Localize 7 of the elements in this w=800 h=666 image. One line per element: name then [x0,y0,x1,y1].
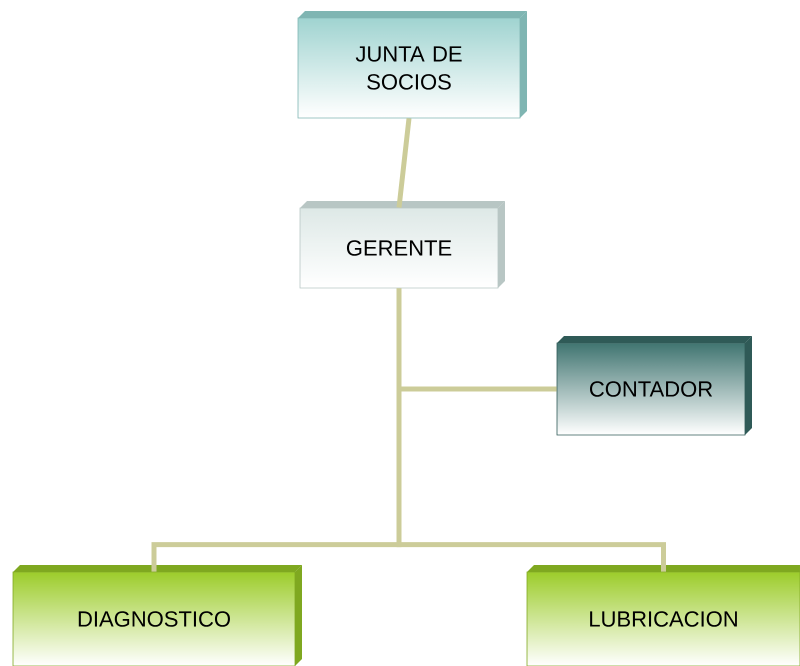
connector-line [396,118,412,208]
org-box: GERENTE [300,201,505,288]
org-box: LUBRICACION [526,564,800,666]
org-box: DIAGNOSTICO [12,564,302,666]
org-box: JUNTA DE SOCIOS [298,11,527,118]
org-box: CONTADOR [556,336,752,436]
connector-line [396,288,666,572]
